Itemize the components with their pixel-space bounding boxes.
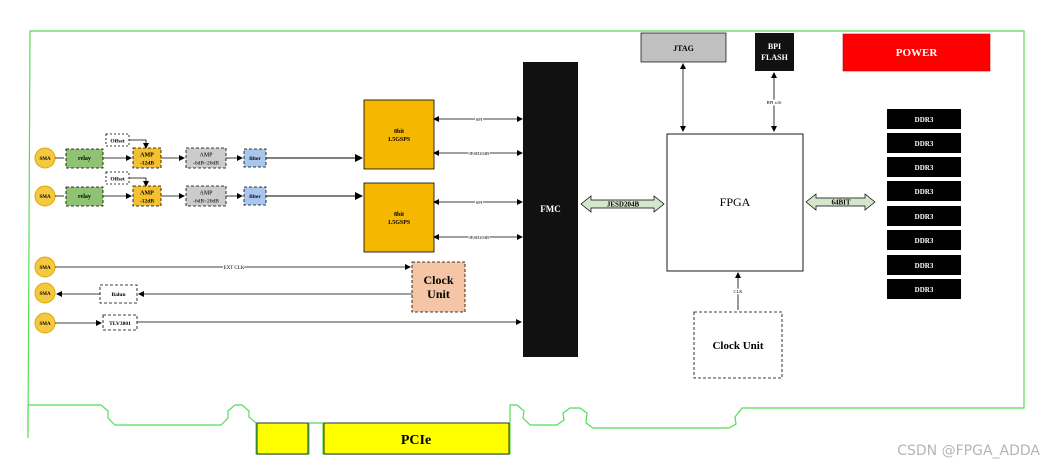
ddr3-chip-8 [887,279,961,299]
clock-unit-right: Clock Unit CLK [693,272,783,379]
adc-1 [363,99,435,170]
balun-label: Balun [111,292,125,298]
adc-resolution-2: 8bit [394,212,404,218]
clock-unit-left-line1: Clock [424,273,454,287]
jtag-label: JTAG [673,44,694,53]
ddr3-chip-3 [887,157,961,177]
sma-ext-clk-label: SMA [39,266,51,271]
offset-label-2: Offset [110,177,125,183]
amp-variable-title-1: AMP [199,153,213,159]
ddr-bus-arrow: 64BIT [805,193,876,211]
pcie-main-segment [323,422,510,455]
jesd-link-arrow: JESD204B [580,195,665,213]
adc-rate-2: 1.5GSPS [388,220,411,226]
ddr3-label-8: DDR3 [915,286,934,294]
adc-channel-1: SMA relay Offset AMP -12dB AMP -6dB~26dB… [34,99,523,170]
adc-rate-1: 1.5GSPS [388,137,411,143]
power-block: POWER [842,33,991,72]
ddr3-chip-1 [887,109,961,129]
pcie-connector: PCIe [256,422,510,455]
amp-fixed-gain-2: -12dB [140,199,154,205]
amp-variable-gain-2: -6dB~26dB [193,199,219,205]
fpga-label: FPGA [720,195,751,209]
amp-fixed-gain-1: -12dB [140,161,154,167]
jtag-block: JTAG [640,32,727,132]
clock-unit-left: Clock Unit [411,261,466,313]
watermark: CSDN @FPGA_ADDA [897,443,1040,459]
clock-unit-right-label: Clock Unit [712,340,763,352]
bpi-flash-line1: BPI [768,42,781,51]
relay-1 [65,148,104,169]
sma-label-1: SMA [39,157,51,162]
ddr3-chip-7 [887,255,961,275]
ddr3-label-7: DDR3 [915,262,934,270]
bpi-flash-block: BPI FLASH BPI x16 [755,33,794,132]
ddr3-chip-6 [887,230,961,250]
clock-io: SMA EXT CLK SMA Balun SMA TLV3801 [34,256,522,334]
relay-label-1: relay [78,156,91,162]
sma-tlv-label: SMA [39,322,51,327]
tlv-label: TLV3801 [109,321,131,327]
ddr3-chip-2 [887,133,961,153]
pcie-label: PCIe [401,433,431,448]
ddr3-chip-5 [887,206,961,226]
amp-fixed-title-2: AMP [140,191,154,197]
ddr3-label-3: DDR3 [915,164,934,172]
jesd-link-label: JESD204B [607,201,640,209]
ddr3-label-1: DDR3 [915,116,934,124]
jesd-label-2: JESD204B [469,235,489,240]
offset-label-1: Offset [110,139,125,145]
bpi-flash-line2: FLASH [761,53,788,62]
fmc-connector: FMC [523,62,578,357]
ddr3-label-5: DDR3 [915,213,934,221]
filter-label-1: filter [249,156,261,162]
amp-variable-gain-1: -6dB~26dB [193,161,219,167]
clk-label: CLK [734,289,744,294]
filter-label-2: filter [249,194,261,200]
bpi-bus-label: BPI x16 [767,100,783,105]
power-label: POWER [896,47,939,59]
relay-label-2: relay [78,194,91,200]
ddr-bus-label: 64BIT [831,199,850,207]
tlv-block [102,314,138,331]
clock-unit-left-line2: Unit [427,287,450,301]
fpga-block: FPGA [666,133,804,272]
board-outline [27,30,1025,455]
pcie-key-segment [256,422,309,455]
relay-2 [65,186,104,207]
adc-channel-2: SMA relay Offset AMP -12dB AMP -6dB~26dB… [34,171,523,253]
sma-balun-label: SMA [39,292,51,297]
jesd-label-1: JESD204B [469,151,489,156]
ddr3-label-2: DDR3 [915,140,934,148]
spi-label-2: SPI [476,200,483,205]
adc-2 [363,182,435,253]
sma-label-2: SMA [39,195,51,200]
amp-variable-title-2: AMP [199,191,213,197]
spi-label-1: SPI [476,117,483,122]
ext-clk-label: EXT CLK [224,266,245,271]
ddr3-label-4: DDR3 [915,188,934,196]
sma-balun [34,282,56,304]
amp-fixed-title-1: AMP [140,153,154,159]
balun-block [99,284,138,304]
ddr3-stack: DDR3 DDR3 DDR3 DDR3 DDR3 DDR3 DDR3 DDR3 [887,109,961,299]
adc-resolution-1: 8bit [394,129,404,135]
ddr3-label-6: DDR3 [915,237,934,245]
ddr3-chip-4 [887,181,961,201]
fmc-label: FMC [540,204,561,214]
